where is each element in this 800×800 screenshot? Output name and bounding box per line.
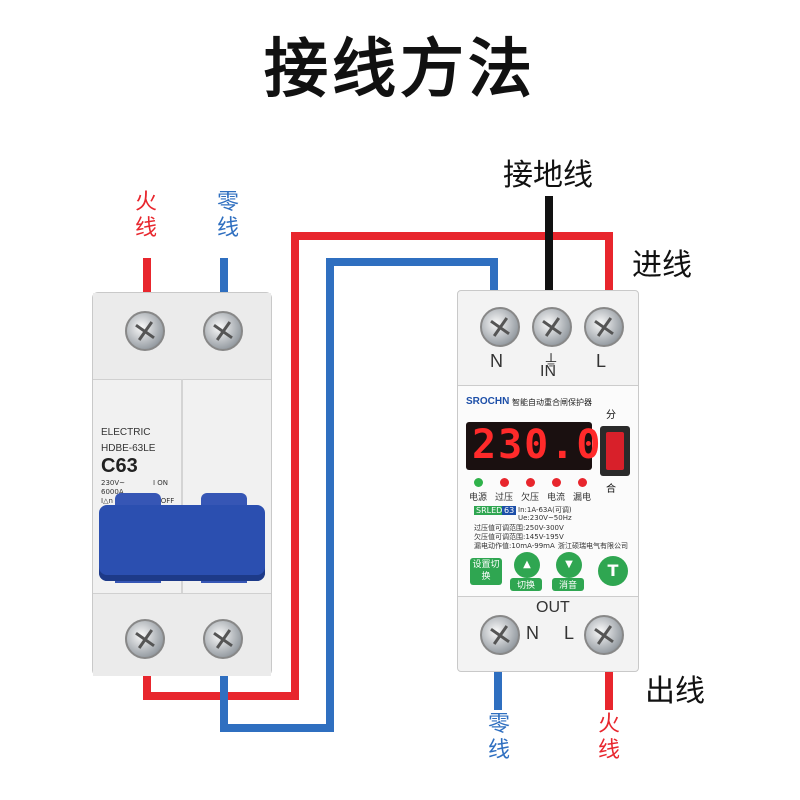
breaker-handle[interactable] — [99, 505, 265, 581]
breaker-on-label: I ON — [153, 479, 169, 487]
voltage-display: 230.0 — [466, 422, 600, 470]
breaker-pole-divider — [181, 379, 183, 593]
led-leakage — [578, 478, 587, 487]
neutral-link-wire-b — [220, 724, 334, 732]
breaker-model: HDBE-63LE — [101, 443, 156, 454]
switch-bottom-label: 合 — [606, 484, 616, 495]
out-live-wire — [605, 668, 613, 710]
indicator-leakage-label: 漏电 — [572, 493, 591, 503]
ground-symbol-icon: ⏚ — [543, 353, 560, 370]
ground-label: 接地线 — [503, 158, 593, 193]
protector-terminal-n: N — [490, 351, 503, 371]
led-undervoltage — [526, 478, 535, 487]
led-power — [474, 478, 483, 487]
ground-wire — [545, 196, 553, 296]
reclosing-protector: N ⏚ IN L SROCHN 智能自动重合闸保护器 230.0 分 合 电源 … — [457, 290, 639, 672]
incoming-label: 进线 — [632, 248, 692, 283]
model-number: 63 — [502, 506, 517, 515]
protector-out-terminal-n: N — [526, 623, 539, 643]
test-button[interactable]: T — [598, 556, 628, 586]
left-neutral-label: 零线 — [216, 190, 239, 241]
switch-button-label: 切换 — [510, 578, 542, 591]
breaker-spec-2: 6000A — [101, 488, 124, 496]
page-title: 接线方法 — [264, 33, 536, 107]
model-tag: SRLED — [474, 506, 505, 515]
breaker-top-section — [93, 293, 271, 380]
protector-out-label: OUT — [536, 599, 570, 616]
protector-front-panel: SROCHN 智能自动重合闸保护器 230.0 分 合 电源 过压 欠压 电流 … — [458, 385, 638, 597]
breaker-off-label: O OFF — [153, 497, 175, 505]
live-link-wire-e — [605, 232, 613, 296]
circuit-breaker: ELECTRIC HDBE-63LE C63 230V~ 6000A I△n 3… — [92, 292, 272, 676]
breaker-bottom-screw-right — [203, 619, 243, 659]
protector-out-terminal-l: L — [564, 623, 575, 643]
protector-out-screw-l — [584, 615, 624, 655]
out-neutral-wire — [494, 668, 502, 710]
protector-screw-n — [480, 307, 520, 347]
protector-spec-4: 欠压值可调范围:145V-195V — [474, 533, 564, 541]
power-switch[interactable] — [600, 426, 630, 476]
indicator-overvoltage-label: 过压 — [494, 493, 513, 503]
protector-out-screw-n — [480, 615, 520, 655]
neutral-link-wire-a — [220, 672, 228, 732]
display-value: 230.0 — [472, 422, 603, 468]
protector-spec-1: In:1A-63A(可调) — [518, 506, 572, 514]
protector-manufacturer: 浙江硕瑞电气有限公司 — [558, 542, 628, 550]
neutral-link-wire-c — [326, 258, 334, 732]
left-live-wire — [143, 258, 151, 294]
live-link-wire-d — [291, 232, 613, 240]
breaker-rating: C63 — [101, 455, 138, 477]
breaker-brand: ELECTRIC — [101, 427, 151, 438]
live-link-wire-c — [291, 232, 299, 700]
protector-spec-5: 漏电动作值:10mA-99mA — [474, 542, 555, 550]
setting-switch-button[interactable]: 设置切换 — [470, 558, 502, 585]
indicator-power-label: 电源 — [468, 493, 487, 503]
protector-spec-2: Ue:230V~50Hz — [518, 514, 572, 522]
neutral-link-wire-e — [490, 258, 498, 296]
live-link-wire-a — [143, 672, 151, 700]
outgoing-label: 出线 — [645, 674, 705, 709]
switch-top-label: 分 — [606, 410, 616, 421]
indicator-undervoltage-label: 欠压 — [520, 493, 539, 503]
breaker-bottom-section — [93, 593, 271, 676]
protector-screw-ground — [532, 307, 572, 347]
led-current — [552, 478, 561, 487]
mute-button-label: 消音 — [552, 578, 584, 591]
breaker-spec-1: 230V~ — [101, 479, 126, 487]
protector-brand: SROCHN — [466, 396, 510, 407]
breaker-top-screw-left — [125, 311, 165, 351]
power-switch-rocker — [606, 432, 624, 470]
protector-terminal-l: L — [596, 351, 607, 371]
protector-spec-3: 过压值可调范围:250V-300V — [474, 524, 564, 532]
left-neutral-wire — [220, 258, 228, 294]
protector-product-name: 智能自动重合闸保护器 — [512, 398, 592, 407]
led-overvoltage — [500, 478, 509, 487]
protector-screw-l — [584, 307, 624, 347]
neutral-link-wire-d — [326, 258, 498, 266]
out-neutral-label: 零线 — [487, 712, 510, 763]
up-arrow-icon[interactable]: ▲ — [514, 552, 540, 578]
breaker-top-screw-right — [203, 311, 243, 351]
breaker-bottom-screw-left — [125, 619, 165, 659]
down-arrow-icon[interactable]: ▼ — [556, 552, 582, 578]
indicator-current-label: 电流 — [546, 493, 565, 503]
left-live-label: 火线 — [134, 190, 157, 241]
protector-in-label: IN — [540, 363, 556, 380]
out-live-label: 火线 — [597, 712, 620, 763]
